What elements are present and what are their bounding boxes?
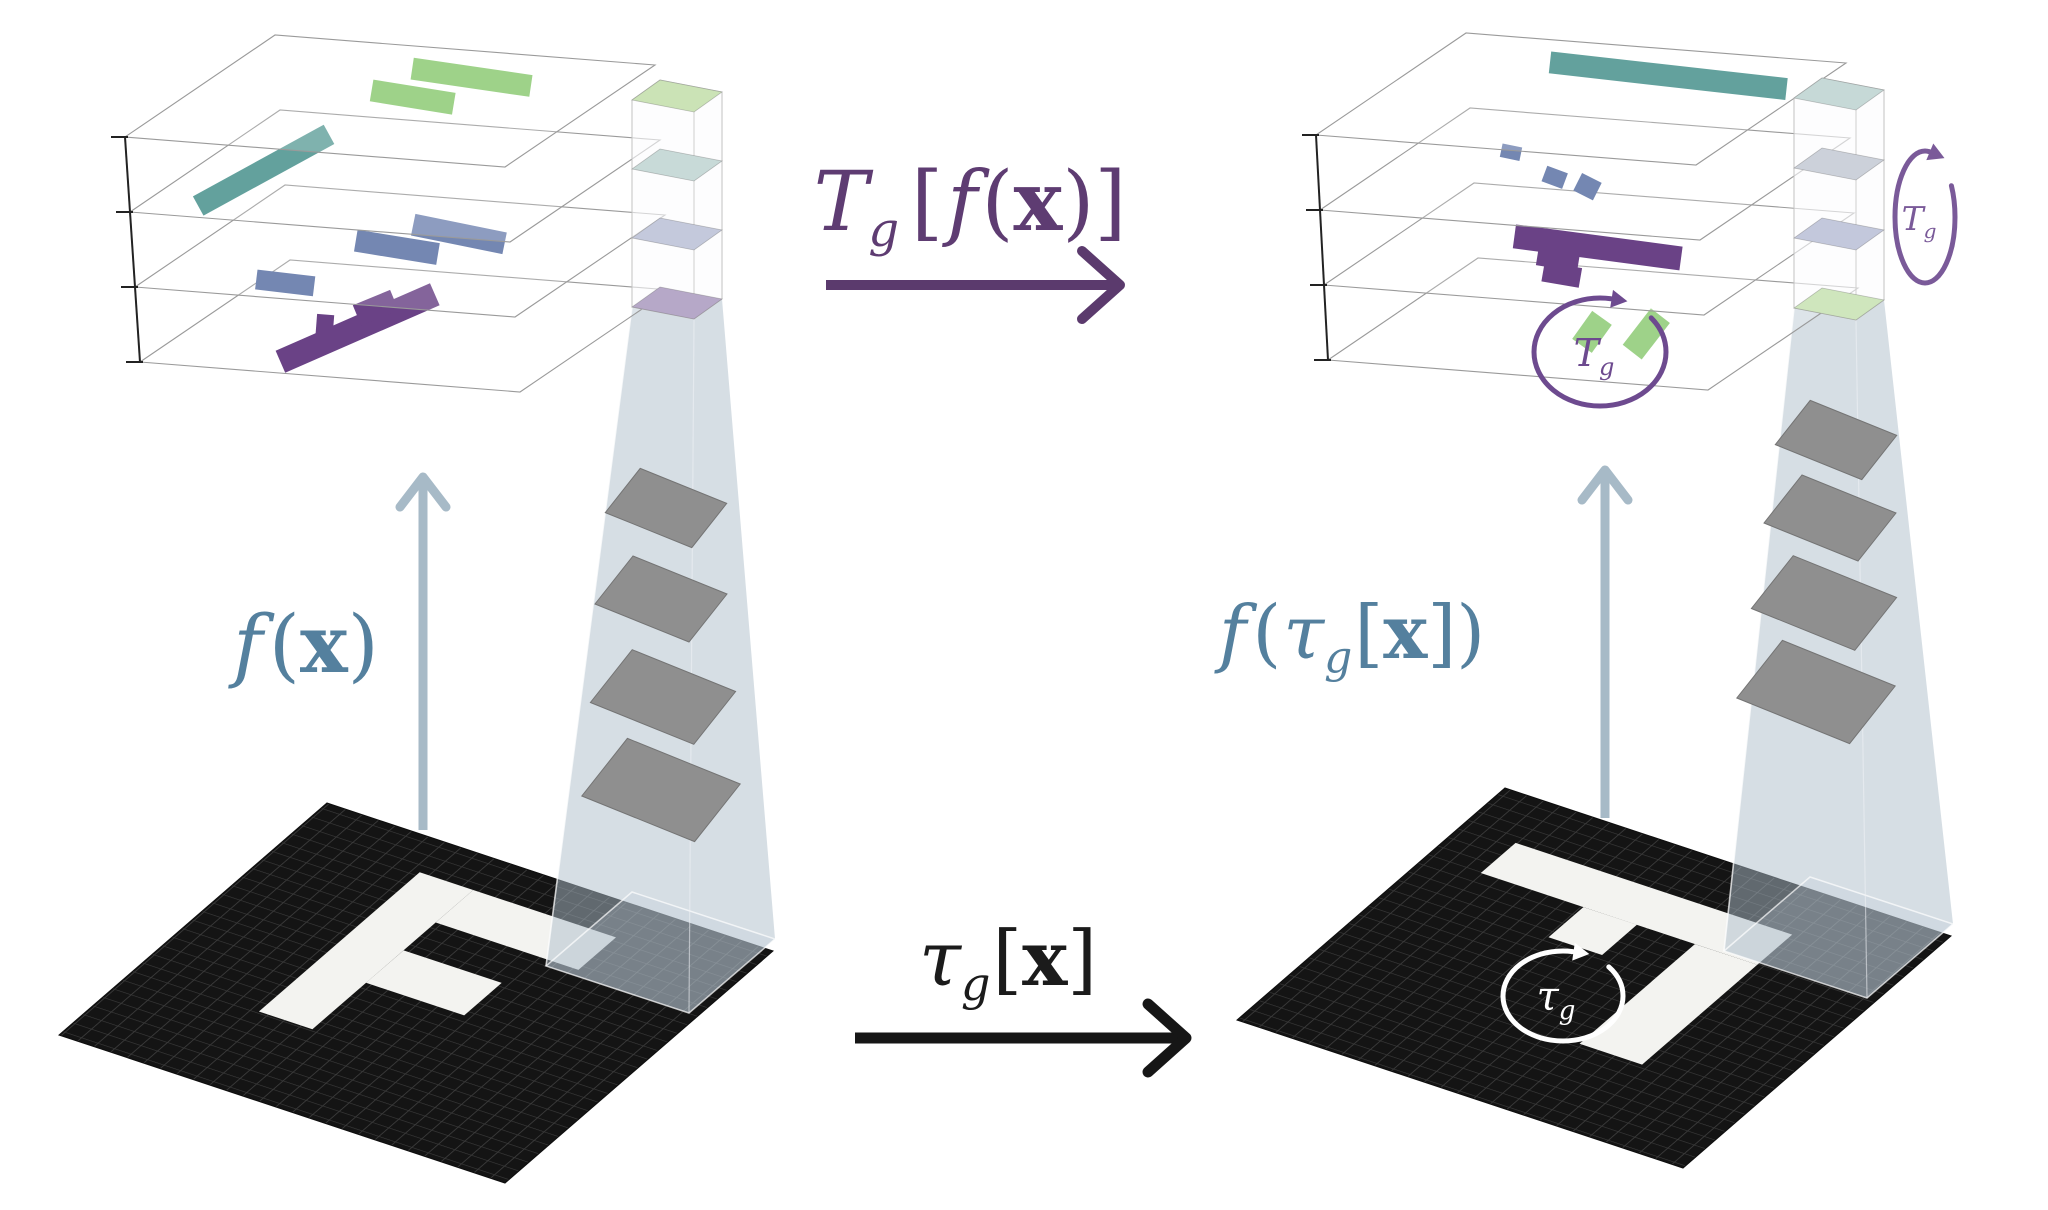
frustum-hidden-edge-left xyxy=(545,306,633,967)
tower-body-left xyxy=(631,79,723,320)
feature-map-arrow-right-head xyxy=(1577,465,1633,505)
tower-cap-right-3 xyxy=(1793,287,1885,321)
gabor-patch-base xyxy=(594,555,728,643)
feature-bar-right xyxy=(1622,308,1670,360)
rotation-taug-image-arrowhead xyxy=(1572,942,1590,961)
feature-plane-right-3 xyxy=(1314,32,1848,166)
letter-F-stroke-left xyxy=(258,872,474,1030)
feature-bar-right xyxy=(1573,173,1602,201)
feature-bar-right xyxy=(1541,261,1583,288)
tower-cap-left-1 xyxy=(631,148,723,182)
feature-bar-left xyxy=(410,57,533,97)
gabor-filter-patch-left xyxy=(594,555,728,643)
gabor-patch-base xyxy=(1735,639,1897,745)
tower-cap-left-3 xyxy=(631,286,723,320)
rotation-Tg-feature-plane xyxy=(1531,295,1669,409)
z-axis-right xyxy=(1315,134,1329,361)
gabor-patch-base xyxy=(580,737,742,843)
feature-bar-left xyxy=(275,283,440,373)
tower-cap-right-1 xyxy=(1793,147,1885,181)
frustums xyxy=(544,299,1955,1014)
feature-bar-right xyxy=(1572,310,1612,353)
label-f-x: f(x) xyxy=(228,597,379,691)
arrows xyxy=(395,246,1633,1078)
gabor-filter-patch-left xyxy=(604,467,728,549)
tower-cap-left-2 xyxy=(631,217,723,251)
rotation-Tg-tower-label: Tg xyxy=(1902,199,1937,243)
tower-cap-right-2 xyxy=(1793,217,1885,251)
feature-bar-right xyxy=(1499,143,1523,161)
rotation-taug-image-label: τg xyxy=(1537,974,1576,1026)
label-taug-x: τg[x] xyxy=(919,914,1097,1011)
frustum-hidden-edge-right xyxy=(1723,307,1795,952)
gabor-patch-base xyxy=(1774,399,1898,481)
gabor-filter-patch-left xyxy=(580,737,742,843)
input-transform-arrow-head xyxy=(1142,998,1192,1078)
gabor-filter-patch-left xyxy=(589,649,737,745)
letter-F-stroke-right xyxy=(1480,842,1793,965)
feature-map-arrow-left-head xyxy=(395,472,451,512)
rotation-symbols xyxy=(1500,143,1958,1044)
frustum-inner-edge-left xyxy=(688,318,695,1014)
z-axis-left xyxy=(124,136,141,363)
feature-bar-left xyxy=(354,229,440,265)
feature-bar-left xyxy=(352,289,399,326)
feature-bar-right xyxy=(1548,51,1788,100)
feature-transform-arrow-head xyxy=(1077,246,1125,324)
tower-body-right xyxy=(1793,77,1885,321)
gabor-filter-patch-right xyxy=(1763,474,1897,562)
letter-F-stroke-right xyxy=(1548,907,1637,955)
rotation-taug-image xyxy=(1500,948,1626,1044)
feature-bar-left xyxy=(369,79,456,115)
gabor-patch-base xyxy=(1750,555,1898,651)
letter-F-stroke-right xyxy=(1579,944,1758,1065)
feature-bar-right xyxy=(1512,224,1683,271)
gabor-filter-patch-right xyxy=(1750,555,1898,651)
tower-cap-left-0 xyxy=(631,79,723,113)
gabor-patch-base xyxy=(1763,474,1897,562)
receptive-field-frustum-right xyxy=(1724,300,1953,998)
rotation-Tg-feature-label: Tg xyxy=(1574,331,1615,381)
gabor-filter-patch-right xyxy=(1735,639,1897,745)
gabor-patch-base xyxy=(604,467,728,549)
gabor-patches xyxy=(580,399,1898,843)
feature-bar-left xyxy=(255,269,316,297)
feature-bar-right xyxy=(1541,165,1568,189)
feature-bar-left xyxy=(315,313,335,340)
feature-bar-left xyxy=(411,213,507,255)
gabor-filter-patch-right xyxy=(1774,399,1898,481)
towers xyxy=(631,77,1885,321)
tower-cap-right-0 xyxy=(1793,77,1885,111)
letter-F-stroke-left xyxy=(366,950,502,1016)
rotation-Tg-feature-plane-arrowhead xyxy=(1610,289,1628,308)
gabor-patch-base xyxy=(589,649,737,745)
feature-stacks xyxy=(111,32,1860,393)
receptive-field-frustum-left xyxy=(546,299,775,1013)
rotation-Tg-tower xyxy=(1892,148,1958,286)
feature-bar-left xyxy=(192,124,335,216)
rotation-Tg-tower-arrowhead xyxy=(1926,143,1945,161)
label-Tg-f-x: Tg[f(x)] xyxy=(814,154,1127,258)
